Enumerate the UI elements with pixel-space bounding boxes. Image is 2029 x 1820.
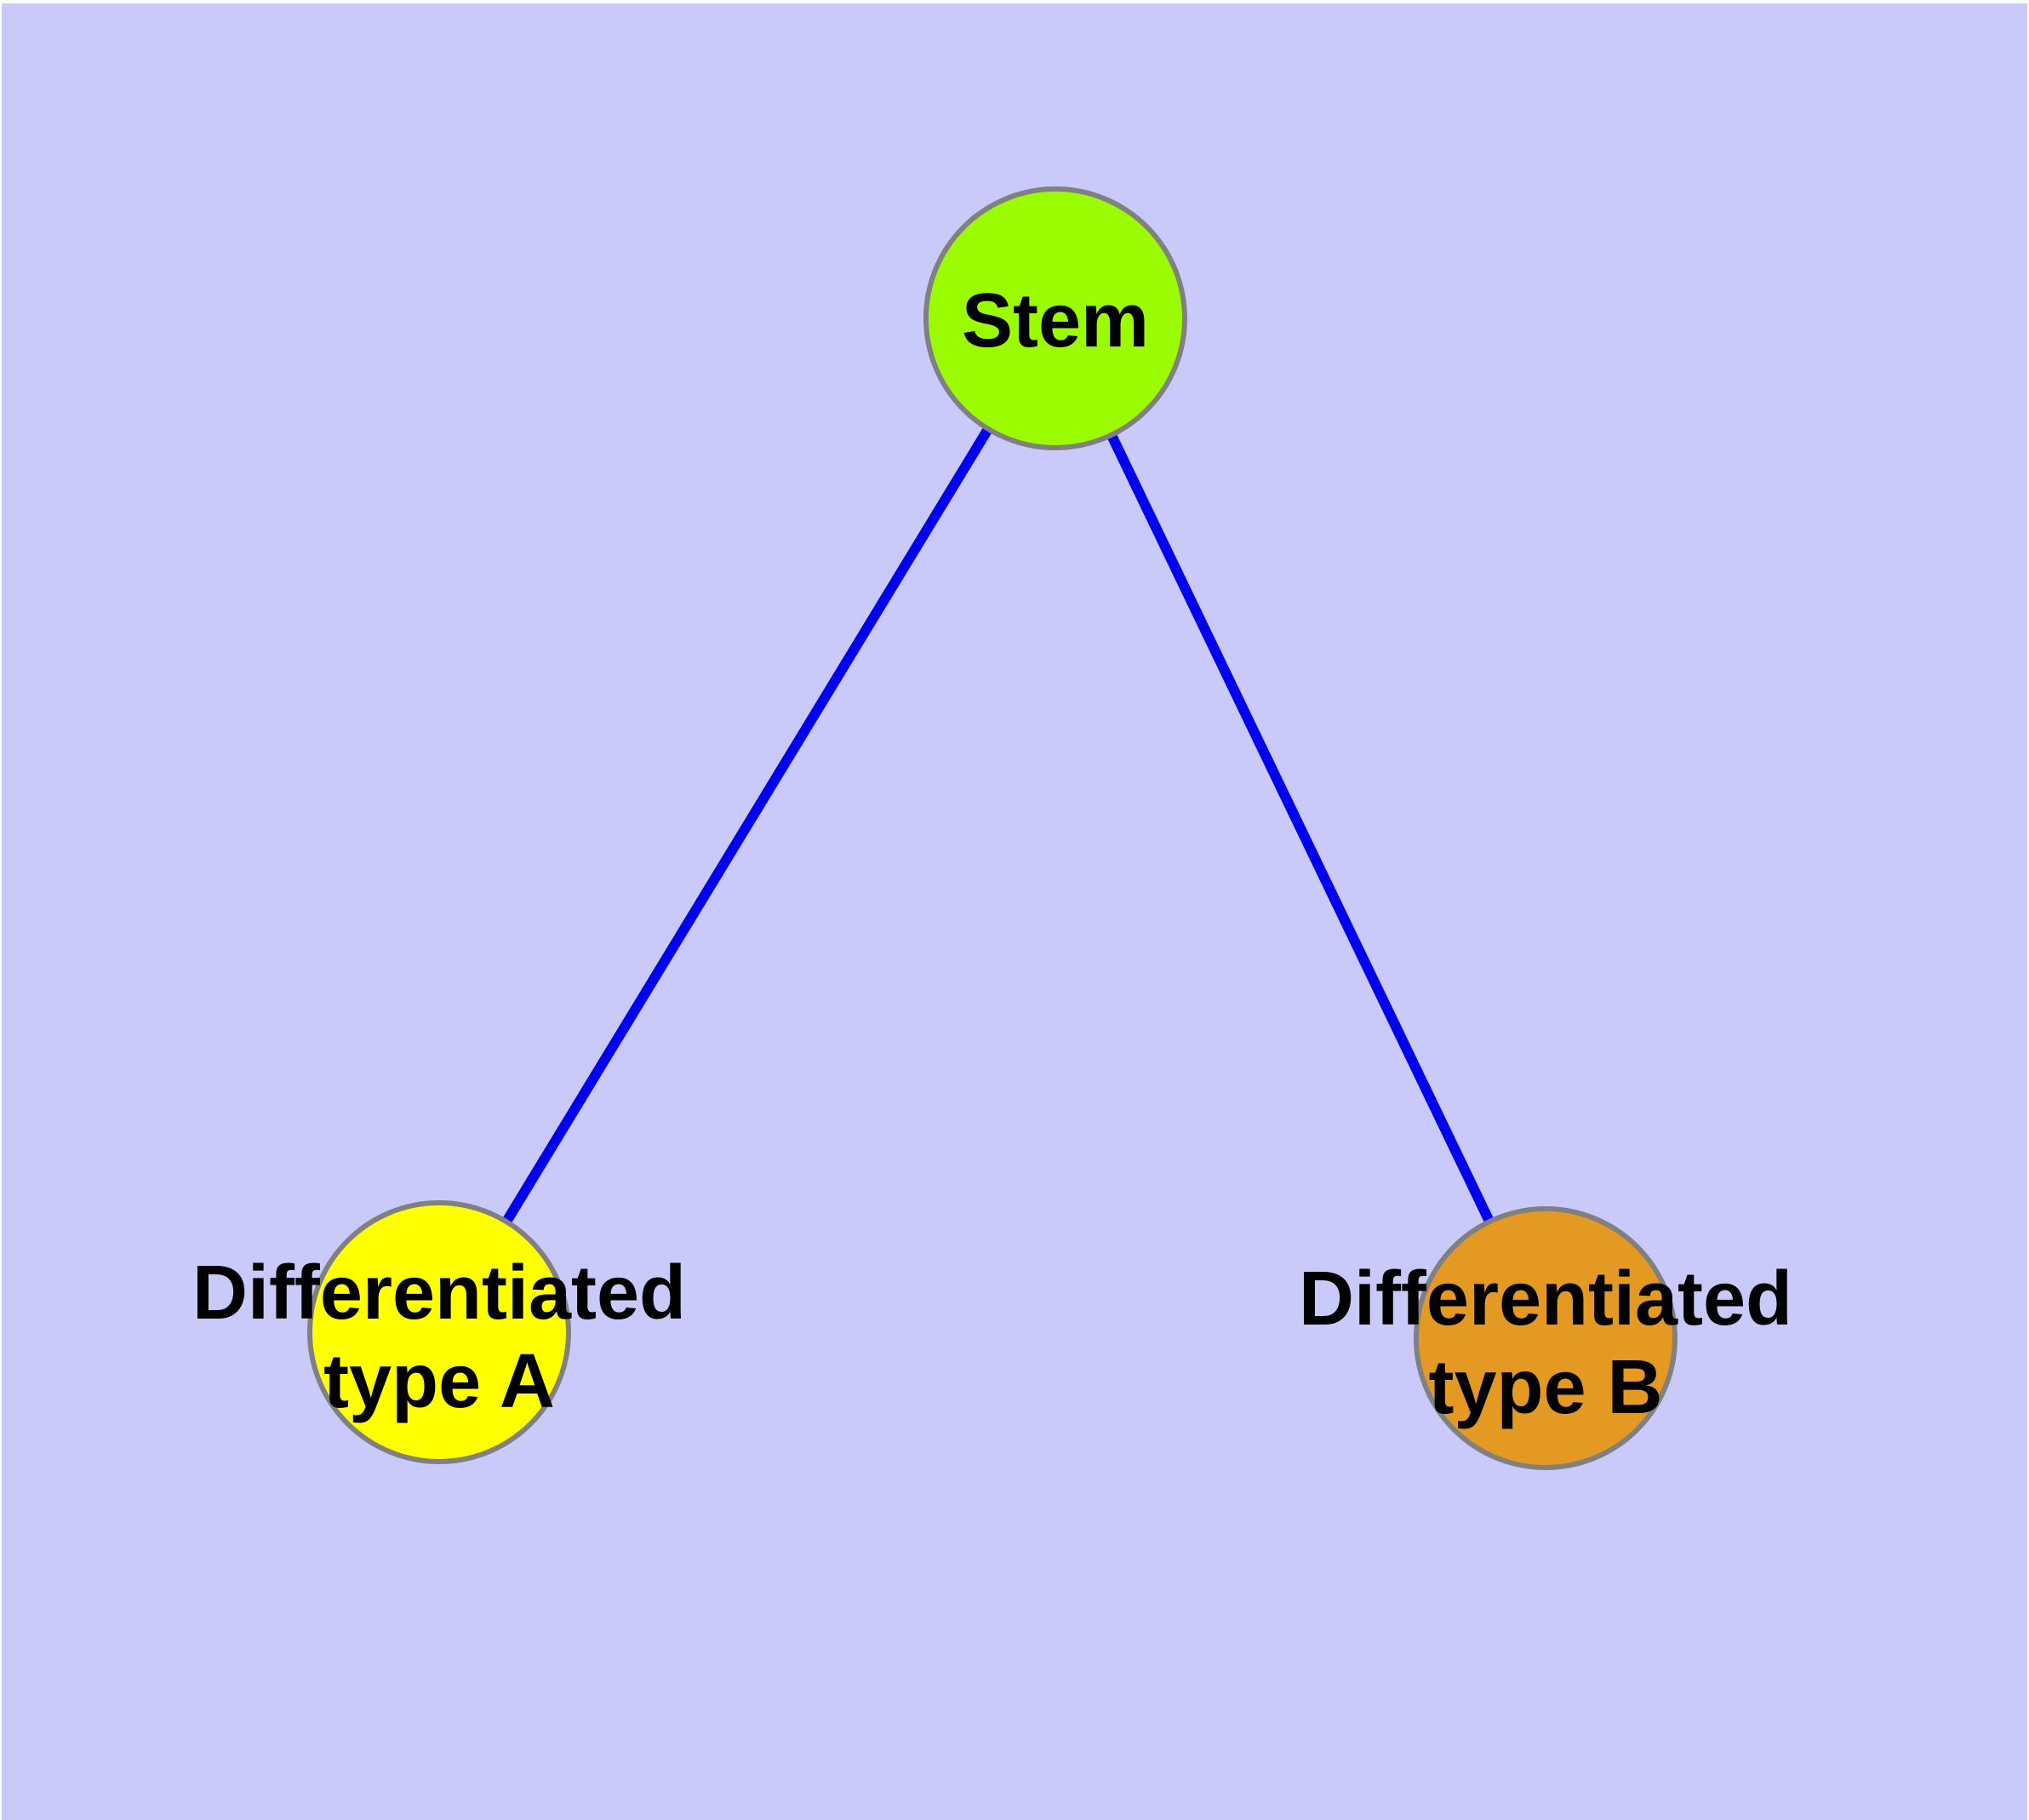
node-type-a-circle [307,1200,571,1464]
node-type-b-circle [1414,1206,1677,1470]
node-type-b-label-line1: Differentiated [1299,1256,1792,1342]
node-type-a-label-line2: type A [323,1339,555,1424]
node-stem: Stem [923,186,1187,450]
node-differentiated-type-b: Differentiated type B [1299,1206,1792,1470]
edge-stem-to-type-a [434,315,1060,1336]
node-stem-label: Stem [962,278,1149,363]
node-type-a-label-line1: Differentiated [192,1251,686,1336]
edge-stem-to-type-b [1050,316,1551,1341]
node-type-b-label-line2: type B [1428,1345,1662,1430]
node-differentiated-type-a: Differentiated type A [192,1200,686,1464]
node-stem-circle [923,186,1187,450]
